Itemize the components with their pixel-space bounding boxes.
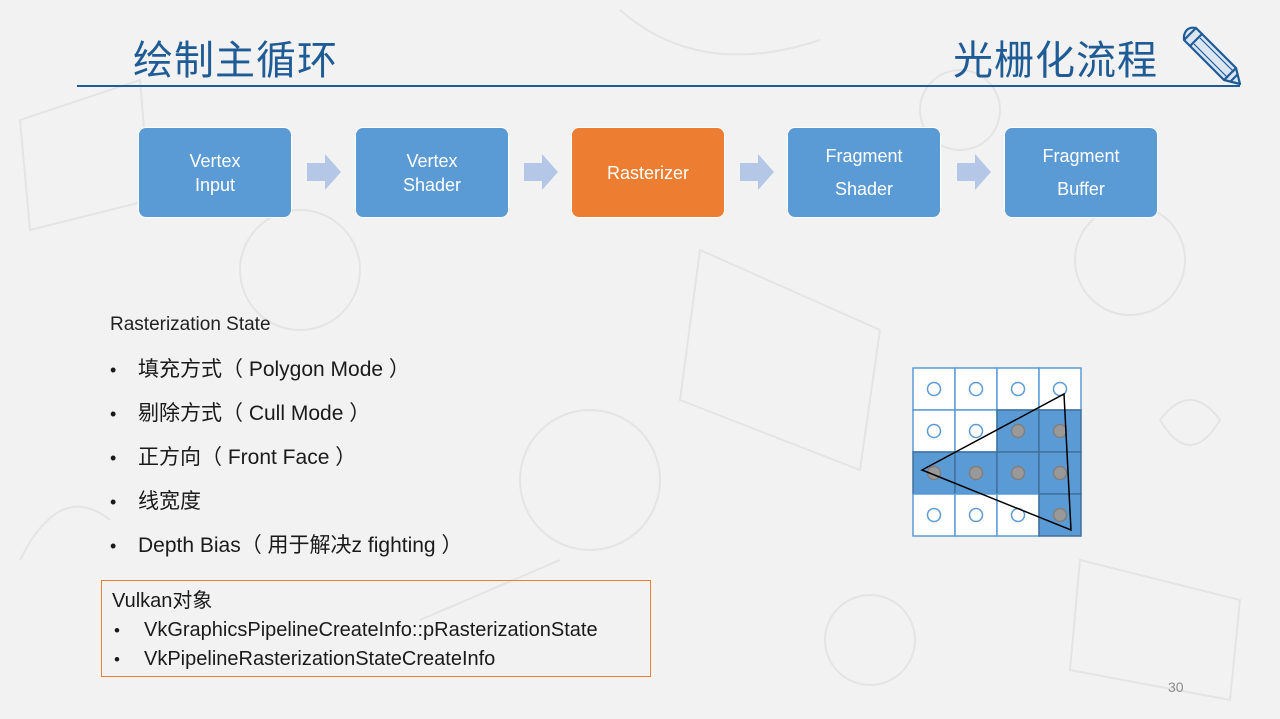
header-divider	[77, 85, 1240, 87]
rasterization-bullet-list: • 填充方式（ Polygon Mode ） • 剔除方式（ Cull Mode ）…	[110, 352, 462, 572]
bullet-icon: •	[110, 404, 117, 424]
sample-point-empty	[968, 423, 984, 439]
bullet-icon: •	[110, 448, 117, 468]
list-item-text: Depth Bias（ 用于解决z fighting ）	[138, 534, 463, 557]
sample-point-empty	[926, 507, 942, 523]
list-item-text: VkGraphicsPipelineCreateInfo::pRasteriza…	[144, 619, 598, 641]
empty-pixel	[954, 493, 998, 537]
stage-fragment-buffer: Fragment Buffer	[1004, 127, 1158, 218]
stage-fragment-shader: Fragment Shader	[787, 127, 941, 218]
vulkan-objects-list: • VkGraphicsPipelineCreateInfo::pRasteriz…	[112, 616, 650, 674]
sample-point-empty	[1010, 381, 1026, 397]
list-item-text: 剔除方式（ Cull Mode ）	[138, 402, 371, 425]
sample-point-filled	[1052, 465, 1068, 481]
stage-rasterizer: Rasterizer	[571, 127, 725, 218]
list-item: • 剔除方式（ Cull Mode ）	[110, 396, 462, 440]
list-item-text: 填充方式（ Polygon Mode ）	[138, 358, 410, 381]
stage-vertex-input: Vertex Input	[138, 127, 292, 218]
list-item: • 正方向（ Front Face ）	[110, 440, 462, 484]
stage-vertex-shader: Vertex Shader	[355, 127, 509, 218]
pencil-icon	[1182, 26, 1242, 86]
vulkan-objects-title: Vulkan对象	[112, 590, 213, 612]
sample-point-filled	[1052, 507, 1068, 523]
arrow-right-icon	[740, 154, 774, 190]
page-number: 30	[1168, 679, 1184, 695]
bullet-icon: •	[110, 360, 117, 380]
list-item: • VkGraphicsPipelineCreateInfo::pRasteriz…	[112, 616, 650, 645]
vulkan-objects-box: Vulkan对象 • VkGraphicsPipelineCreateInfo::…	[101, 580, 651, 677]
rasterization-grid-diagram	[912, 367, 1082, 537]
list-item-text: 线宽度	[138, 490, 201, 513]
arrow-right-icon	[524, 154, 558, 190]
arrow-right-icon	[307, 154, 341, 190]
list-item: • Depth Bias（ 用于解决z fighting ）	[110, 528, 462, 572]
bullet-icon: •	[114, 650, 120, 669]
bullet-icon: •	[114, 621, 120, 640]
sample-point-filled	[1052, 423, 1068, 439]
sample-point-filled	[968, 465, 984, 481]
list-item: • 线宽度	[110, 484, 462, 528]
section-heading: Rasterization State	[110, 314, 271, 335]
slide-subtitle: 光栅化流程	[953, 38, 1158, 84]
sample-point-empty	[926, 423, 942, 439]
sample-point-filled	[1010, 423, 1026, 439]
sample-point-empty	[968, 381, 984, 397]
slide-title: 绘制主循环	[133, 38, 338, 84]
list-item: • 填充方式（ Polygon Mode ）	[110, 352, 462, 396]
sample-point-filled	[1010, 465, 1026, 481]
triangle-outline	[920, 392, 1072, 532]
list-item-text: VkPipelineRasterizationStateCreateInfo	[144, 648, 496, 670]
arrow-right-icon	[957, 154, 991, 190]
bullet-icon: •	[110, 492, 117, 512]
bullet-icon: •	[110, 536, 117, 556]
list-item: • VkPipelineRasterizationStateCreateInfo	[112, 645, 650, 674]
stage-label: Fragment Buffer	[1042, 145, 1120, 199]
stage-label: Rasterizer	[606, 162, 690, 183]
sample-point-empty	[968, 507, 984, 523]
sample-point-empty	[926, 381, 942, 397]
stage-label: Vertex Shader	[402, 150, 462, 195]
list-item-text: 正方向（ Front Face ）	[138, 446, 357, 469]
stage-label: Vertex Input	[189, 150, 241, 195]
stage-label: Fragment Shader	[825, 145, 903, 199]
